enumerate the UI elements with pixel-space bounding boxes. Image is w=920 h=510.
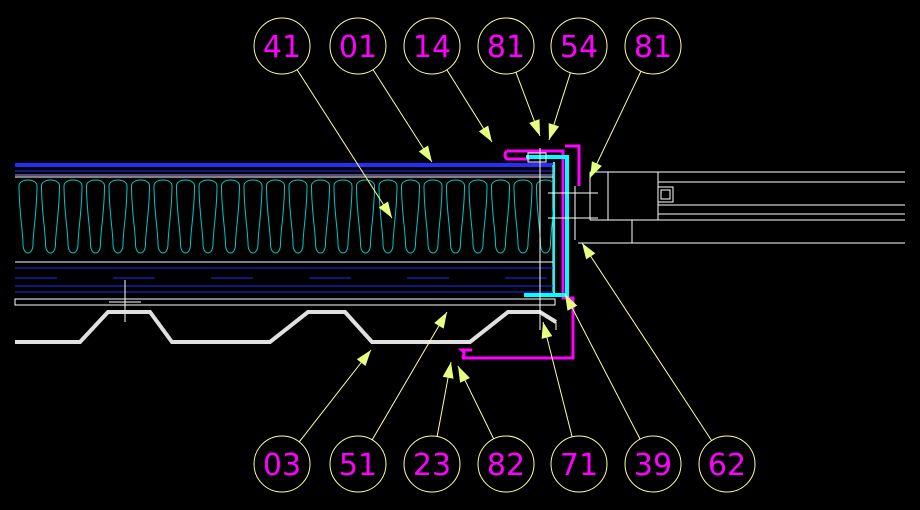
leader-arrowhead (356, 350, 371, 366)
insulation-batting-pattern (18, 179, 556, 254)
leader-line (581, 242, 713, 441)
callout-circle (698, 435, 756, 493)
callout-label: 82 (487, 448, 525, 483)
callout-circle (329, 435, 387, 493)
batting-loop (243, 179, 263, 254)
callout-circle (550, 435, 608, 493)
batting-loop (490, 179, 511, 254)
batting-loop (423, 179, 443, 254)
batting-loop (85, 179, 106, 254)
leader-arrowhead (434, 312, 447, 329)
batting-loop (445, 179, 466, 254)
roof-membrane (15, 163, 553, 176)
leader-arrowhead (378, 201, 392, 218)
vapour-barrier-layers (14, 267, 556, 322)
callout-circle (624, 435, 682, 493)
callout-circle (403, 435, 461, 493)
callout-label: 81 (634, 30, 672, 65)
callout-bottom-6: 62 (698, 435, 756, 493)
callout-circle (253, 435, 311, 493)
leader-arrowhead (590, 161, 602, 178)
batting-loop (288, 179, 308, 254)
callout-circle (477, 17, 535, 75)
leader-line (296, 69, 393, 219)
batting-loop (130, 179, 151, 254)
leader-arrowhead (541, 322, 553, 339)
batting-loop (378, 179, 398, 254)
callout-bubbles: 41 01 14 81 54 81 03 51 23 82 71 39 62 (253, 17, 756, 493)
callout-label: 39 (634, 448, 672, 483)
callout-bottom-5: 39 (624, 435, 682, 493)
leader-arrowhead (529, 119, 540, 136)
leader-line (371, 311, 448, 441)
batting-loop (220, 179, 241, 254)
leader-arrowhead (418, 145, 432, 162)
leader-arrowhead (478, 125, 492, 142)
batting-loop (400, 179, 421, 254)
callout-label: 71 (560, 448, 598, 483)
cap-flashing (524, 152, 569, 297)
batting-loop (355, 179, 376, 254)
callout-top-0: 41 (253, 17, 311, 75)
callout-label: 51 (339, 448, 377, 483)
batting-loop (153, 179, 173, 254)
callout-circle (329, 17, 387, 75)
leader-line (564, 293, 641, 440)
callout-top-3: 81 (477, 17, 535, 75)
leader-line (589, 71, 642, 179)
callout-top-1: 01 (329, 17, 387, 75)
callout-label: 23 (413, 448, 451, 483)
leader-arrowhead (582, 243, 596, 260)
batting-loop (468, 179, 488, 254)
callout-circle (477, 435, 535, 493)
callout-bottom-2: 23 (403, 435, 461, 493)
batting-loop (310, 179, 331, 254)
callout-label: 81 (487, 30, 525, 65)
batting-loop (535, 179, 556, 254)
callout-top-2: 14 (403, 17, 461, 75)
callout-label: 54 (560, 30, 598, 65)
leader-lines (296, 69, 713, 443)
batting-loop (265, 179, 286, 254)
window-frame (578, 171, 905, 244)
callout-bottom-0: 03 (253, 435, 311, 493)
callout-bottom-3: 82 (477, 435, 535, 493)
callout-bottom-1: 51 (329, 435, 387, 493)
callout-label: 01 (339, 30, 377, 65)
leader-arrowhead (565, 294, 578, 311)
batting-loop (513, 179, 533, 254)
batting-loop (108, 179, 128, 254)
insulation-layer (15, 165, 556, 292)
leader-arrowhead (548, 123, 560, 140)
callout-label: 62 (708, 448, 746, 483)
leader-line (542, 321, 573, 437)
callout-top-4: 54 (550, 17, 608, 75)
callout-label: 14 (413, 30, 451, 65)
callout-circle (253, 17, 311, 75)
callout-circle (403, 17, 461, 75)
steel-deck (15, 310, 558, 344)
callout-label: 03 (263, 448, 301, 483)
callout-bottom-4: 71 (550, 435, 608, 493)
callout-circle (624, 17, 682, 75)
batting-loop (175, 179, 196, 254)
batting-loop (198, 179, 218, 254)
callout-top-5: 81 (624, 17, 682, 75)
batting-loop (333, 179, 353, 254)
leader-arrowhead (458, 366, 470, 383)
batting-loop (18, 179, 38, 254)
leader-line (372, 69, 433, 163)
batting-loop (63, 179, 83, 254)
batting-loop (40, 179, 61, 254)
callout-circle (550, 17, 608, 75)
callout-label: 41 (263, 30, 301, 65)
leader-arrowhead (442, 362, 454, 379)
leader-line (298, 349, 372, 443)
